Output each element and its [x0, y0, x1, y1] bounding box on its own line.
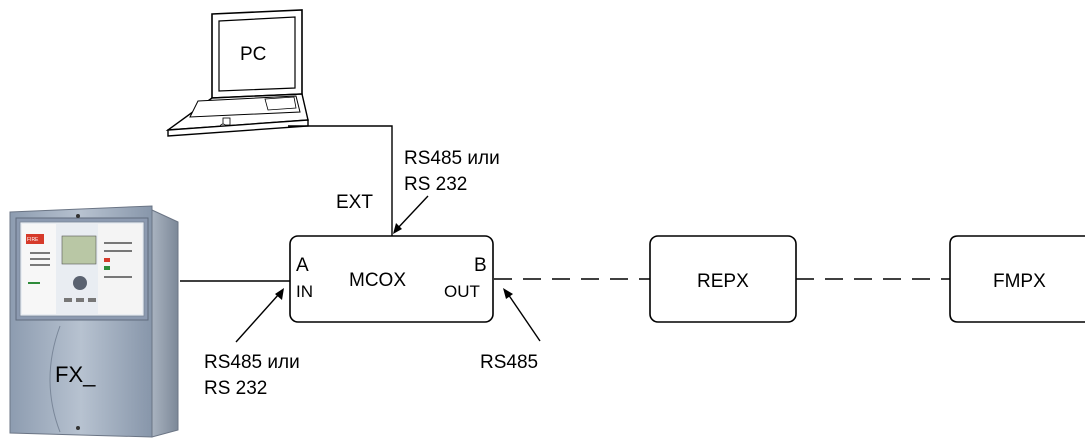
panel-badge: FIRE — [27, 237, 39, 243]
panel-label: FX_ — [55, 362, 96, 387]
mcox-label: MCOX — [349, 270, 406, 291]
fire-panel-device: FIRE FX_ — [9, 205, 179, 438]
pc-link-line — [288, 125, 393, 236]
pc-laptop: PC — [165, 9, 309, 137]
mcox-port-b: B — [474, 255, 487, 276]
ext-label: EXT — [336, 192, 373, 213]
arrow-left — [235, 288, 284, 343]
annotation-top-line1: RS485 или — [404, 148, 500, 169]
repx-label: REPX — [697, 271, 749, 292]
fmpx-module: FMPX — [949, 235, 1085, 323]
mcox-port-a: A — [296, 255, 309, 276]
arrow-top — [393, 195, 429, 234]
repx-module: REPX — [649, 235, 797, 323]
mcox-port-out: OUT — [444, 282, 480, 301]
mcox-port-in: IN — [296, 282, 313, 301]
pc-label: PC — [240, 44, 266, 65]
annotation-left-line1: RS485 или — [204, 352, 300, 373]
mcox-module: MCOX A IN B OUT — [289, 235, 494, 323]
annotation-top-line2: RS 232 — [404, 174, 467, 195]
annotation-right: RS485 — [480, 352, 538, 373]
fmpx-label: FMPX — [993, 271, 1046, 292]
annotation-left-line2: RS 232 — [204, 378, 267, 399]
arrow-right — [503, 288, 541, 342]
